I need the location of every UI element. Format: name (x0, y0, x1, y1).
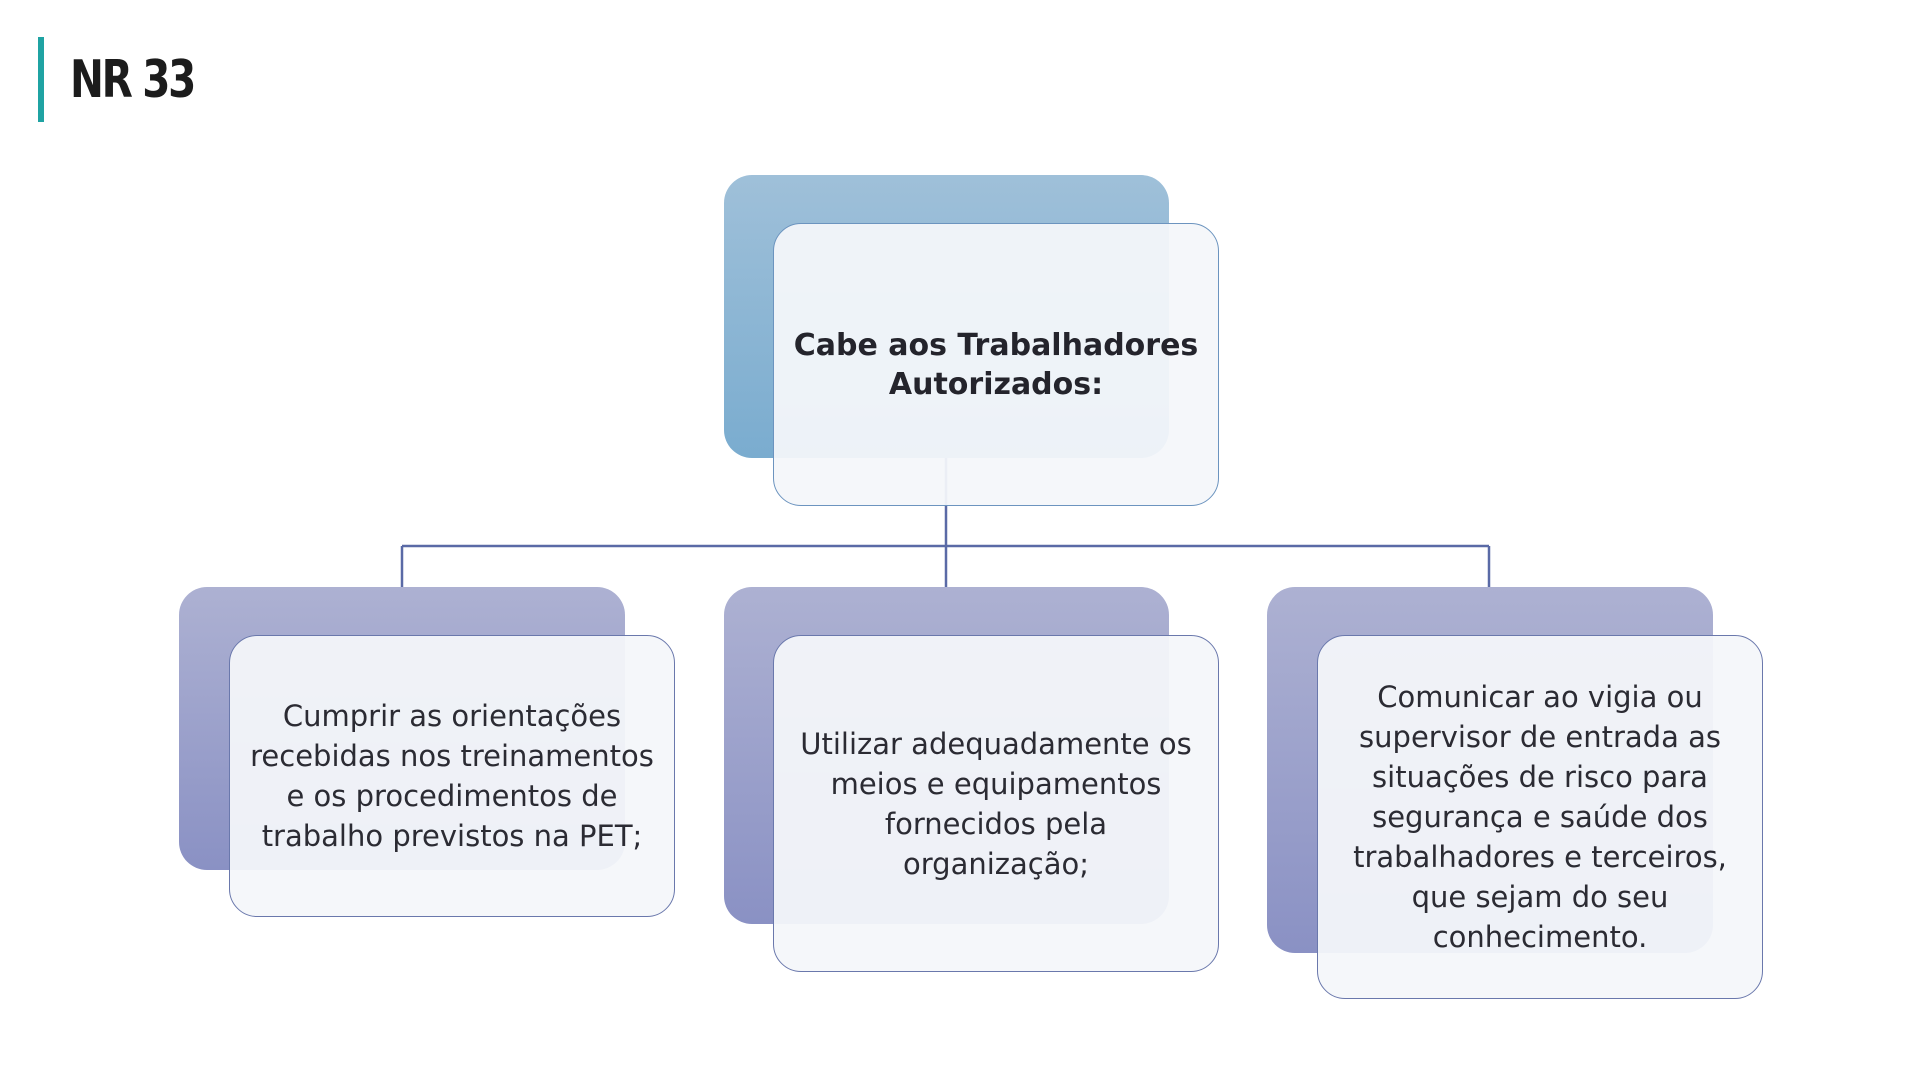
diagram-child-node-1: Cumprir as orientações recebidas nos tre… (179, 587, 675, 917)
child-node-2-label: Utilizar adequadamente os meios e equipa… (800, 726, 1192, 881)
child-node-2-front-panel: Utilizar adequadamente os meios e equipa… (773, 635, 1219, 972)
diagram-child-node-3: Comunicar ao vigia ou supervisor de entr… (1267, 587, 1763, 999)
child-node-1-front-panel: Cumprir as orientações recebidas nos tre… (229, 635, 675, 917)
slide-title: NR 33 (70, 50, 196, 110)
child-node-3-label: Comunicar ao vigia ou supervisor de entr… (1353, 680, 1727, 954)
child-node-3-front-panel: Comunicar ao vigia ou supervisor de entr… (1317, 635, 1763, 999)
root-node-front-panel: Cabe aos Trabalhadores Autorizados: (773, 223, 1219, 506)
root-node-label: Cabe aos Trabalhadores Autorizados: (793, 327, 1199, 402)
diagram-root-node: Cabe aos Trabalhadores Autorizados: (724, 175, 1219, 506)
diagram-child-node-2: Utilizar adequadamente os meios e equipa… (724, 587, 1219, 972)
child-node-1-label: Cumprir as orientações recebidas nos tre… (250, 699, 654, 853)
title-accent-bar (38, 37, 44, 122)
